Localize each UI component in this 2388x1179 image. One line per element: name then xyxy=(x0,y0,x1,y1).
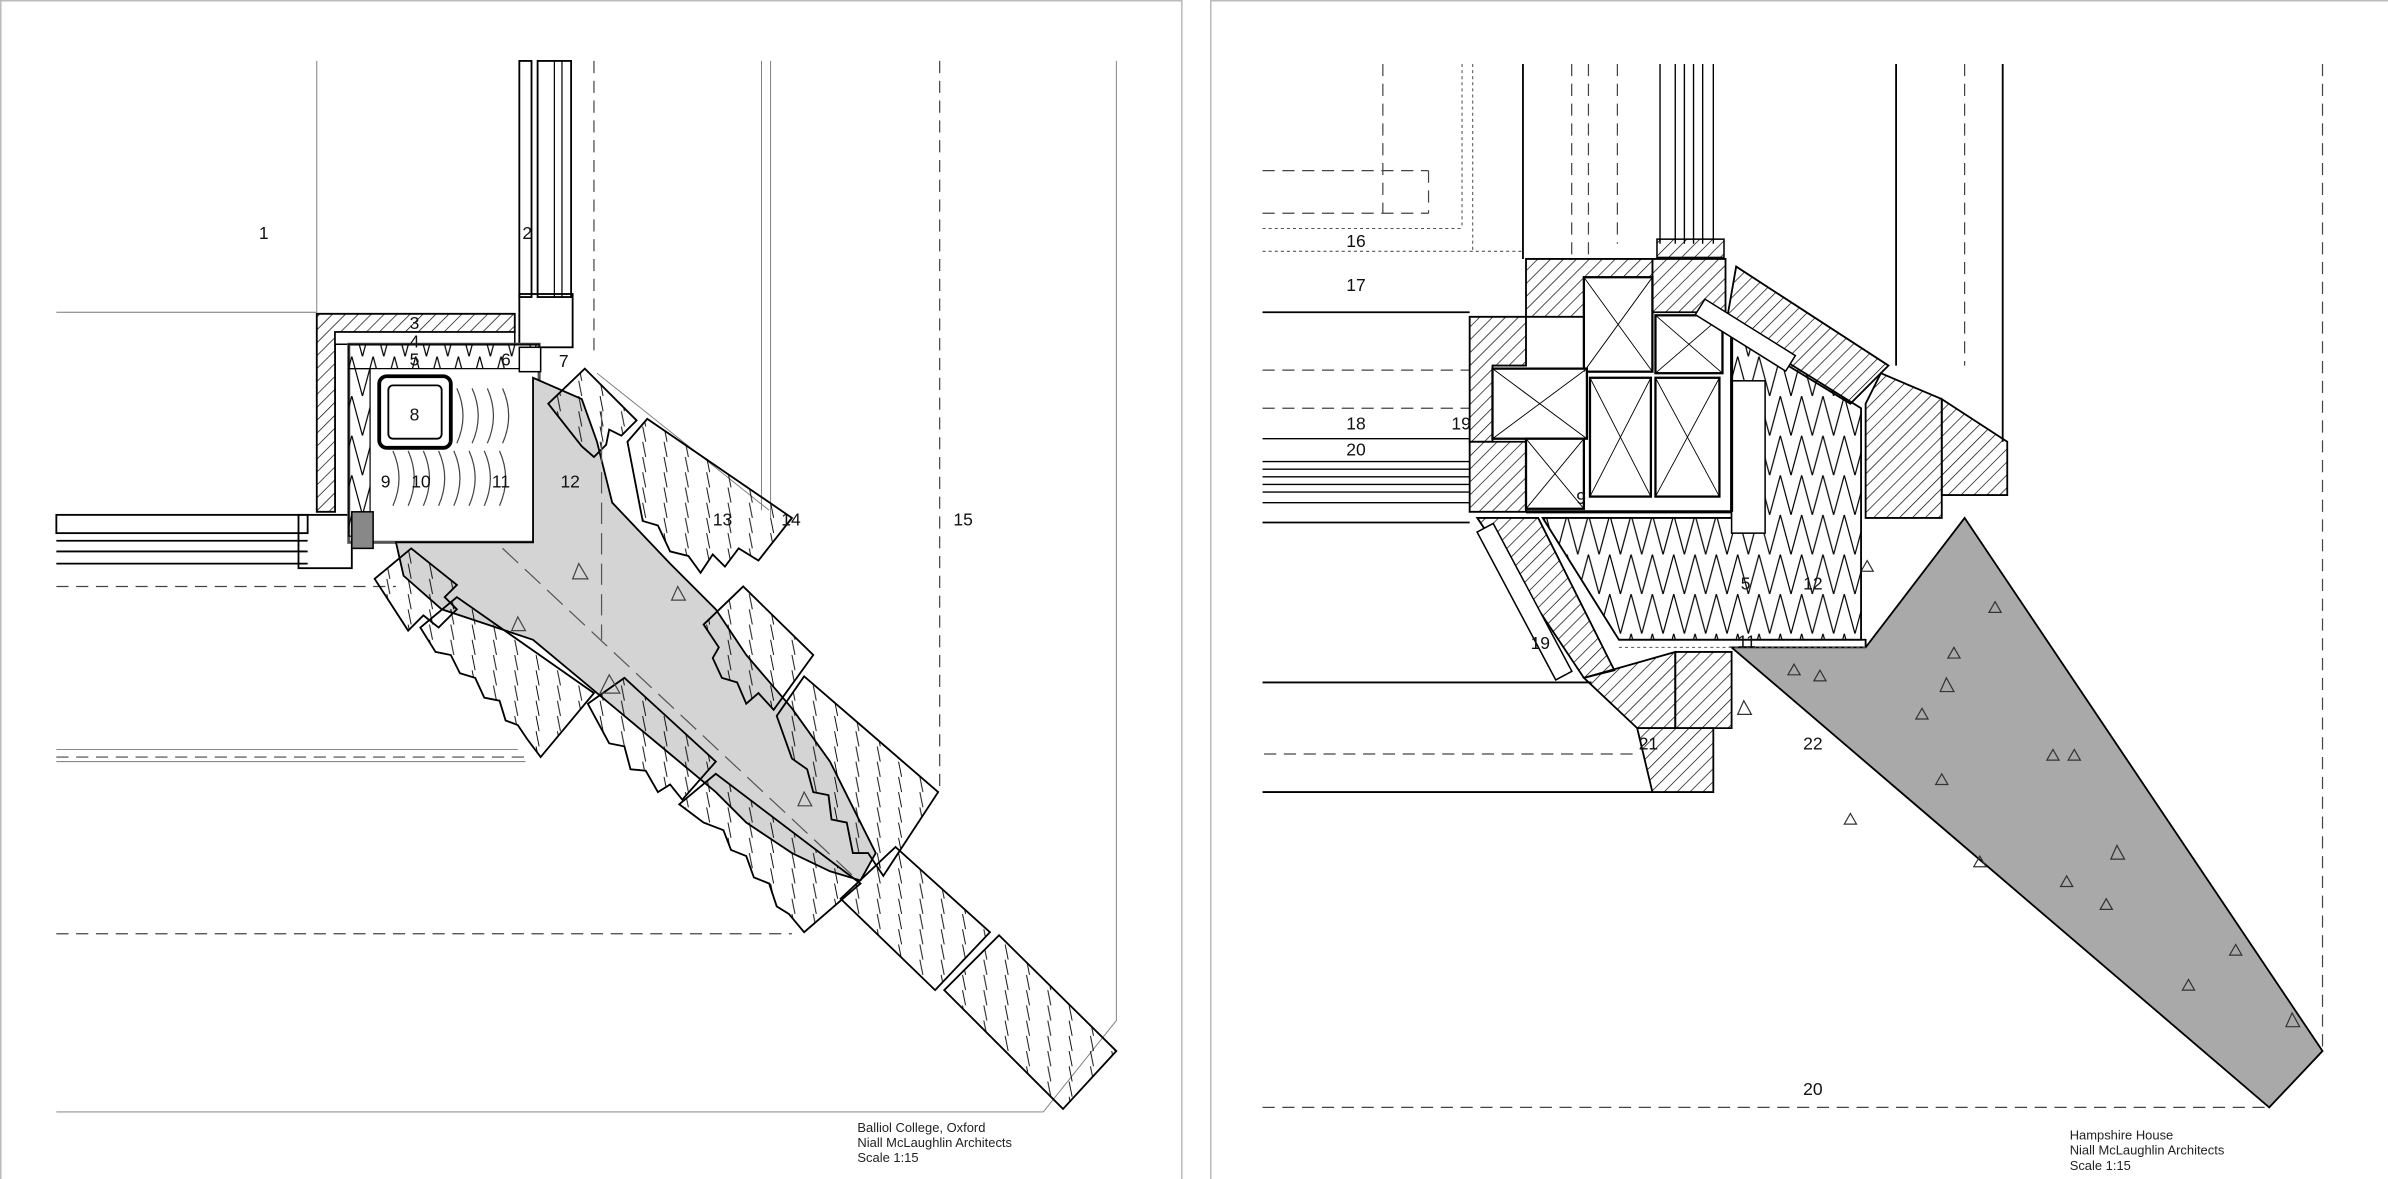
left-label-1: 1 xyxy=(259,223,269,243)
left-label-7: 7 xyxy=(559,351,569,371)
left-label-8: 8 xyxy=(410,404,420,424)
left-caption: Balliol College, Oxford Niall McLaughlin… xyxy=(857,1120,1012,1165)
right-label-17: 17 xyxy=(1346,275,1365,295)
left-label-13: 13 xyxy=(713,510,732,530)
right-labels: 16 17 18 19 20 19 5 12 9 11 21 22 20 xyxy=(1346,231,1823,1099)
left-label-6: 6 xyxy=(501,350,511,370)
left-label-14: 14 xyxy=(781,510,801,530)
left-label-10: 10 xyxy=(411,471,431,491)
left-label-3: 3 xyxy=(410,313,420,333)
right-label-20b: 20 xyxy=(1803,1079,1823,1099)
right-label-21: 21 xyxy=(1639,733,1658,753)
right-label-22: 22 xyxy=(1803,733,1822,753)
right-caption-project: Hampshire House xyxy=(2070,1127,2174,1142)
right-label-18: 18 xyxy=(1346,414,1365,434)
right-label-9: 9 xyxy=(1576,488,1586,508)
left-label-9: 9 xyxy=(381,471,391,491)
right-label-19a: 19 xyxy=(1451,414,1470,434)
right-drawing xyxy=(1262,63,2324,1109)
right-caption-architect: Niall McLaughlin Architects xyxy=(2070,1143,2225,1158)
right-label-5: 5 xyxy=(1741,574,1751,594)
right-label-16: 16 xyxy=(1346,231,1365,251)
left-label-4: 4 xyxy=(410,331,420,351)
left-label-2: 2 xyxy=(522,223,532,243)
right-label-20a: 20 xyxy=(1346,439,1366,459)
right-caption-scale: Scale 1:15 xyxy=(2070,1158,2131,1173)
left-label-11: 11 xyxy=(492,471,510,491)
left-label-12: 12 xyxy=(560,471,579,491)
right-caption: Hampshire House Niall McLaughlin Archite… xyxy=(2070,1127,2225,1172)
right-label-12: 12 xyxy=(1803,574,1822,594)
concrete-fin-dark xyxy=(1729,516,2324,1109)
left-label-5: 5 xyxy=(410,350,420,370)
right-label-19b: 19 xyxy=(1531,633,1550,653)
left-labels: 1 2 3 4 5 6 7 8 9 10 11 12 13 14 15 xyxy=(259,223,973,529)
left-caption-scale: Scale 1:15 xyxy=(857,1150,918,1165)
left-caption-architect: Niall McLaughlin Architects xyxy=(857,1135,1012,1150)
left-label-15: 15 xyxy=(953,510,972,530)
right-label-11: 11 xyxy=(1738,631,1756,651)
left-drawing xyxy=(55,60,1118,1113)
left-caption-project: Balliol College, Oxford xyxy=(857,1120,985,1135)
